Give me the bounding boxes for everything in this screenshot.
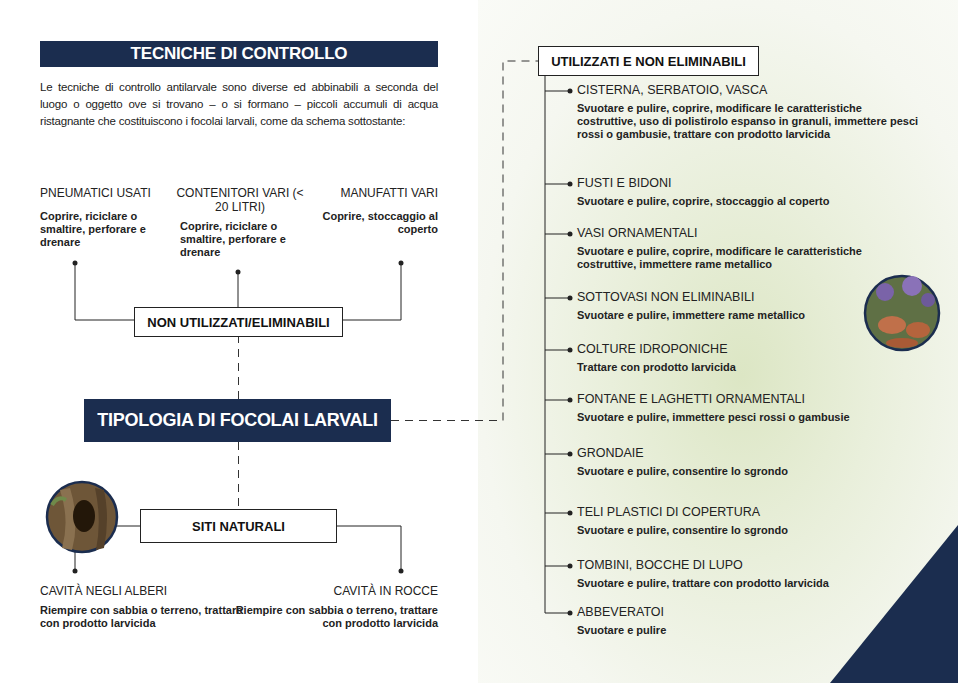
item-heading: TOMBINI, BOCCHE DI LUPO bbox=[577, 558, 922, 573]
item-text: Svuotare e pulire, consentire lo sgrondo bbox=[577, 465, 922, 478]
item-heading: CAVITÀ NEGLI ALBERI bbox=[40, 584, 240, 598]
item-text: Coprire, riciclare o smaltire, perforare… bbox=[40, 210, 170, 249]
item-heading: FONTANE E LAGHETTI ORNAMENTALI bbox=[577, 392, 922, 407]
item-text: Riempire con sabbia o terreno, trattare … bbox=[40, 604, 245, 630]
intro-text: Le tecniche di controllo antilarvale son… bbox=[40, 79, 438, 130]
item-text: Coprire, riciclare o smaltire, perforare… bbox=[180, 220, 310, 259]
item-text: Svuotare e pulire bbox=[577, 624, 922, 637]
corner-triangle bbox=[830, 525, 958, 683]
node-text: UTILIZZATI E NON ELIMINABILI bbox=[551, 54, 746, 69]
node-text: SITI NATURALI bbox=[192, 519, 285, 534]
item-heading: SOTTOVASI NON ELIMINABILI bbox=[577, 290, 922, 305]
item-heading: FUSTI E BIDONI bbox=[577, 176, 922, 191]
category-box: UTILIZZATI E NON ELIMINABILI bbox=[538, 46, 759, 76]
item-text: Trattare con prodotto larvicida bbox=[577, 361, 922, 374]
item-heading: ABBEVERATOI bbox=[577, 605, 922, 620]
item-heading: CISTERNA, SERBATOIO, VASCA bbox=[577, 83, 922, 98]
item-heading: VASI ORNAMENTALI bbox=[577, 226, 922, 241]
category-box: SITI NATURALI bbox=[140, 509, 337, 543]
item-text: Svuotare e pulire, immettere pesci rossi… bbox=[577, 411, 922, 424]
item-heading: CAVITÀ IN ROCCE bbox=[238, 584, 438, 598]
dashed-connector bbox=[238, 337, 239, 399]
item-heading: MANUFATTI VARI bbox=[313, 186, 438, 200]
item-text: Svuotare e pulire, immettere rame metall… bbox=[577, 309, 862, 322]
title-text: TECNICHE DI CONTROLLO bbox=[131, 44, 348, 64]
leader-lines bbox=[75, 76, 568, 613]
item-text: Riempire con sabbia o terreno, trattare … bbox=[233, 604, 438, 630]
item-heading: COLTURE IDROPONICHE bbox=[577, 342, 922, 357]
leader-dots bbox=[73, 89, 573, 616]
main-band: TIPOLOGIA DI FOCOLAI LARVALI bbox=[84, 399, 391, 442]
item-text: Svuotare e pulire, consentire lo sgrondo bbox=[577, 524, 922, 537]
item-text: Svuotare e pulire, coprire, stoccaggio a… bbox=[577, 195, 922, 208]
node-text: TIPOLOGIA DI FOCOLAI LARVALI bbox=[97, 410, 377, 431]
category-box: NON UTILIZZATI/ELIMINABILI bbox=[134, 307, 343, 337]
tree-photo bbox=[47, 482, 117, 552]
dashed-connector bbox=[238, 442, 239, 509]
item-heading: GRONDAIE bbox=[577, 446, 922, 461]
title-band: TECNICHE DI CONTROLLO bbox=[40, 41, 438, 67]
pots-photo bbox=[865, 276, 939, 350]
item-text: Coprire, stoccaggio al coperto bbox=[311, 210, 438, 236]
item-heading: PNEUMATICI USATI bbox=[40, 186, 168, 200]
item-heading: CONTENITORI VARI (< 20 LITRI) bbox=[170, 186, 310, 214]
dashed-connector bbox=[391, 61, 538, 421]
item-text: Svuotare e pulire, coprire, modificare l… bbox=[577, 102, 922, 141]
node-text: NON UTILIZZATI/ELIMINABILI bbox=[147, 315, 329, 330]
item-text: Svuotare e pulire, coprire, modificare l… bbox=[577, 245, 922, 271]
item-heading: TELI PLASTICI DI COPERTURA bbox=[577, 505, 922, 520]
item-text: Svuotare e pulire, trattare con prodotto… bbox=[577, 577, 922, 590]
